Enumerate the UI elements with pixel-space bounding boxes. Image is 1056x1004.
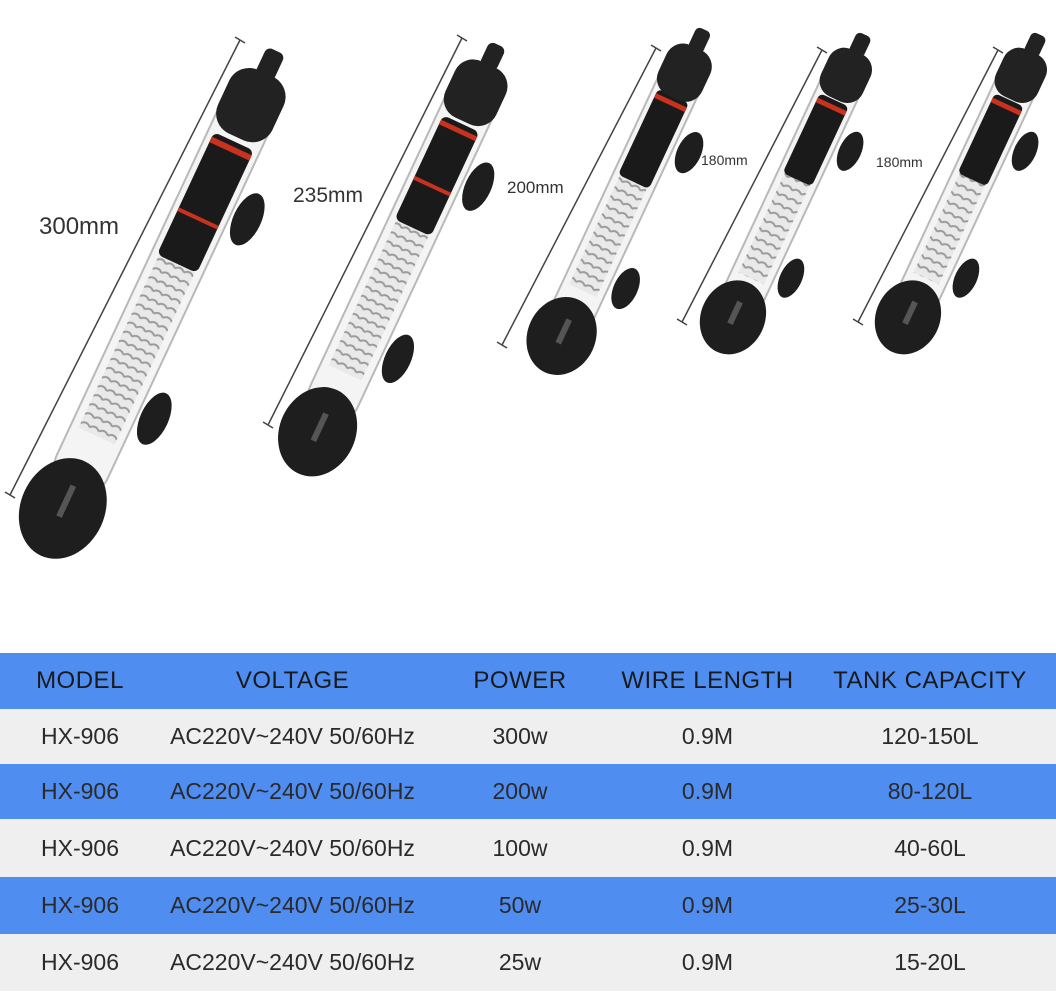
cell-voltage: AC220V~240V 50/60Hz bbox=[170, 892, 415, 918]
cell-voltage: AC220V~240V 50/60Hz bbox=[170, 834, 415, 861]
cell-wire-length: 0.9M bbox=[681, 892, 734, 918]
cell-voltage: AC220V~240V 50/60Hz bbox=[170, 723, 415, 749]
table-row: HX-906 AC220V~240V 50/60Hz 200w 0.9M 80-… bbox=[0, 764, 1056, 819]
column-header-wire-length: WIRE LENGTH bbox=[621, 667, 794, 694]
heater-180mm-b bbox=[852, 32, 1048, 355]
cell-model: HX-906 bbox=[41, 723, 119, 749]
cell-power: 25w bbox=[498, 949, 542, 975]
cell-model: HX-906 bbox=[41, 778, 119, 804]
table-header: MODEL VOLTAGE POWER WIRE LENGTH TANK CAP… bbox=[0, 653, 1056, 709]
cell-wire-length: 0.9M bbox=[681, 778, 734, 804]
dimension-label-300: 300mm bbox=[39, 213, 120, 240]
heater-180mm-a bbox=[676, 32, 873, 355]
cell-model: HX-906 bbox=[41, 834, 119, 861]
dimension-line bbox=[267, 37, 463, 426]
cell-power: 300w bbox=[492, 723, 548, 749]
heater-illustration bbox=[4, 27, 1048, 559]
dimension-line bbox=[501, 47, 657, 346]
heater-235mm bbox=[262, 34, 508, 477]
table-row: HX-906 AC220V~240V 50/60Hz 300w 0.9M 120… bbox=[0, 709, 1056, 764]
dimension-label-180-b: 180mm bbox=[876, 154, 923, 170]
table-row: HX-906 AC220V~240V 50/60Hz 50w 0.9M 25-3… bbox=[0, 877, 1056, 934]
dimension-label-180-a: 180mm bbox=[701, 152, 748, 168]
spec-table: MODEL VOLTAGE POWER WIRE LENGTH TANK CAP… bbox=[0, 653, 1056, 991]
cell-power: 50w bbox=[498, 892, 542, 918]
heater-200mm bbox=[496, 27, 712, 375]
dimension-label-200: 200mm bbox=[507, 178, 564, 197]
column-header-tank-capacity: TANK CAPACITY bbox=[833, 667, 1027, 694]
cell-model: HX-906 bbox=[41, 949, 119, 975]
cell-wire-length: 0.9M bbox=[681, 834, 734, 861]
dimension-line bbox=[9, 39, 241, 496]
column-header-model: MODEL bbox=[36, 667, 124, 694]
cell-model: HX-906 bbox=[41, 892, 119, 918]
dimension-line bbox=[857, 49, 999, 323]
cell-wire-length: 0.9M bbox=[681, 949, 734, 975]
cell-tank-capacity: 80-120L bbox=[887, 778, 973, 804]
column-header-voltage: VOLTAGE bbox=[235, 667, 350, 694]
cell-power: 100w bbox=[492, 834, 548, 861]
cell-wire-length: 0.9M bbox=[681, 723, 734, 749]
table-row: HX-906 AC220V~240V 50/60Hz 25w 0.9M 15-2… bbox=[0, 934, 1056, 991]
cell-tank-capacity: 25-30L bbox=[894, 892, 966, 918]
cell-power: 200w bbox=[492, 778, 548, 804]
dimension-line bbox=[681, 49, 823, 323]
cell-tank-capacity: 120-150L bbox=[881, 723, 979, 749]
heater-300mm bbox=[4, 36, 286, 559]
cell-tank-capacity: 40-60L bbox=[894, 834, 966, 861]
cell-voltage: AC220V~240V 50/60Hz bbox=[170, 949, 415, 975]
column-header-power: POWER bbox=[473, 667, 567, 694]
cell-tank-capacity: 15-20L bbox=[894, 949, 966, 975]
table-row: HX-906 AC220V~240V 50/60Hz 100w 0.9M 40-… bbox=[0, 819, 1056, 877]
dimension-label-235: 235mm bbox=[293, 184, 364, 207]
cell-voltage: AC220V~240V 50/60Hz bbox=[170, 778, 415, 804]
